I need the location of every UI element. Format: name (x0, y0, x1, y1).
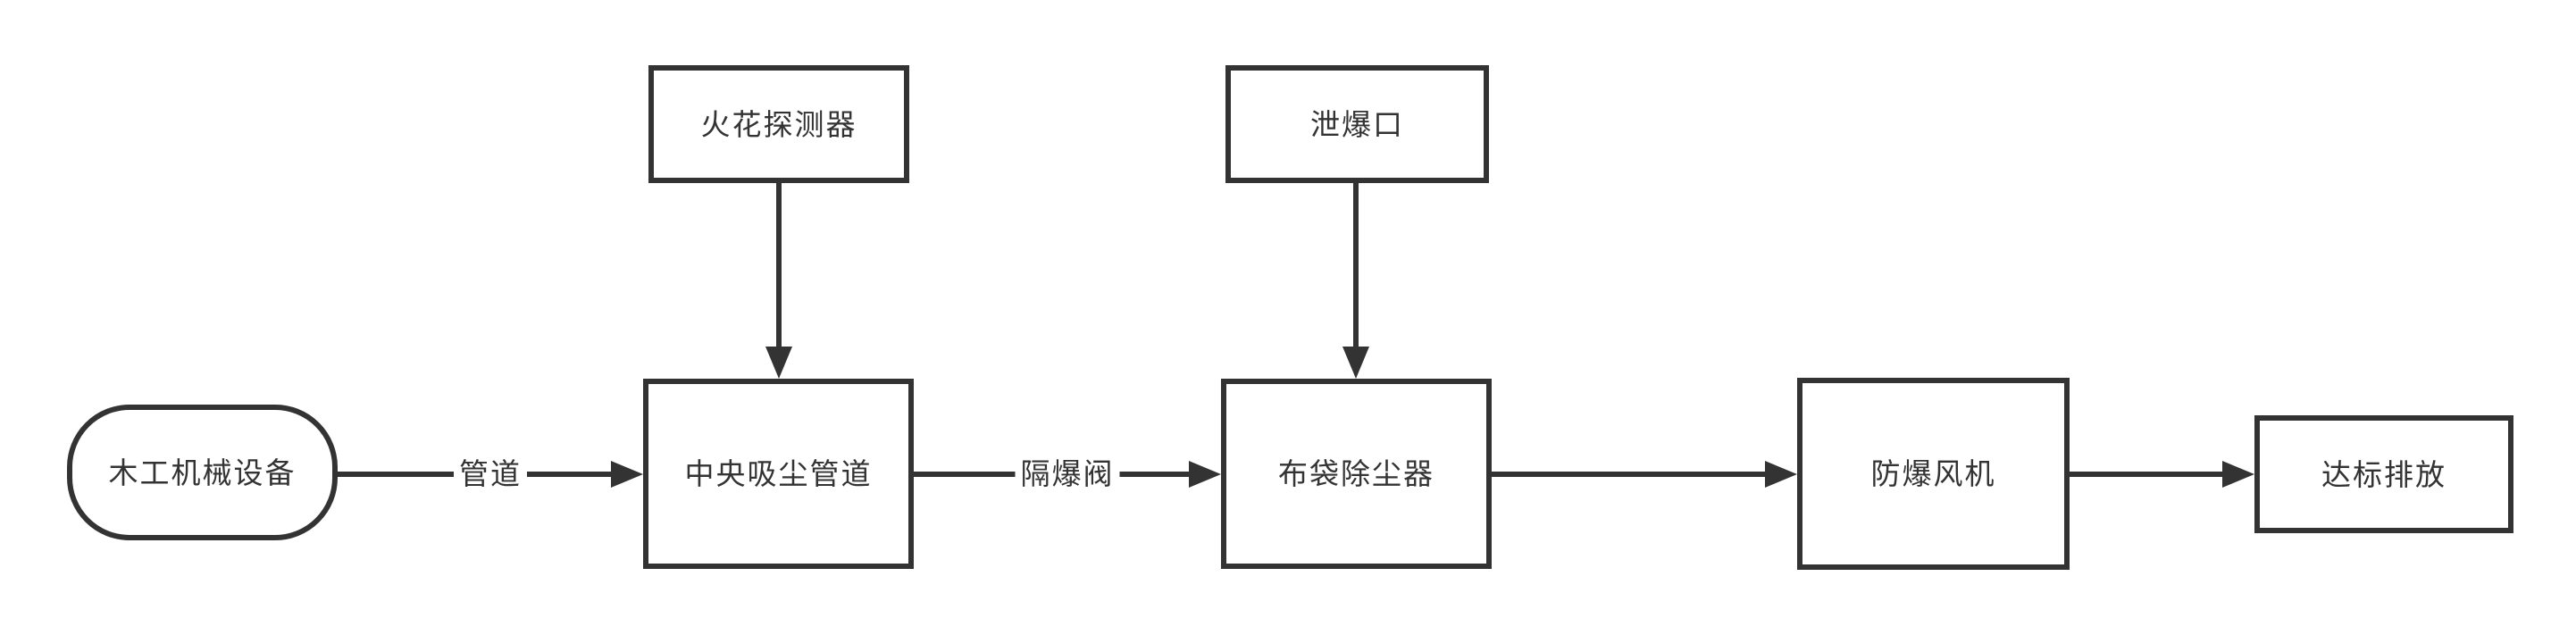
arrowhead-right-icon (2222, 461, 2254, 488)
node-wood-machinery-label: 木工机械设备 (108, 455, 297, 489)
node-bag-filter-label: 布袋除尘器 (1278, 457, 1434, 490)
edge-isolation-valve-label: 隔爆阀 (1015, 456, 1120, 492)
node-spark-detector: 火花探测器 (648, 65, 909, 183)
node-central-duct-label: 中央吸尘管道 (684, 457, 873, 490)
arrowhead-right-icon (1765, 461, 1797, 488)
node-spark-detector-label: 火花探测器 (700, 107, 857, 141)
node-explosion-vent: 泄爆口 (1225, 65, 1489, 183)
edge-pipe-label: 管道 (454, 456, 527, 492)
node-compliant-discharge: 达标排放 (2254, 415, 2513, 533)
arrowhead-right-icon (611, 461, 643, 488)
arrowhead-right-icon (1189, 461, 1221, 488)
node-compliant-discharge-label: 达标排放 (2321, 457, 2446, 491)
edge-vent-line (1353, 182, 1359, 347)
arrowhead-down-icon (1342, 347, 1369, 379)
node-central-duct: 中央吸尘管道 (643, 379, 914, 569)
edge-fan-to-discharge-line (2070, 472, 2222, 477)
edge-filter-to-fan-line (1492, 472, 1765, 477)
node-explosion-proof-fan: 防爆风机 (1797, 378, 2070, 570)
node-wood-machinery: 木工机械设备 (67, 405, 338, 540)
node-bag-filter: 布袋除尘器 (1221, 379, 1492, 569)
edge-spark-line (776, 183, 782, 347)
arrowhead-down-icon (765, 347, 792, 379)
node-explosion-proof-fan-label: 防爆风机 (1870, 457, 1996, 490)
node-explosion-vent-label: 泄爆口 (1310, 107, 1404, 141)
